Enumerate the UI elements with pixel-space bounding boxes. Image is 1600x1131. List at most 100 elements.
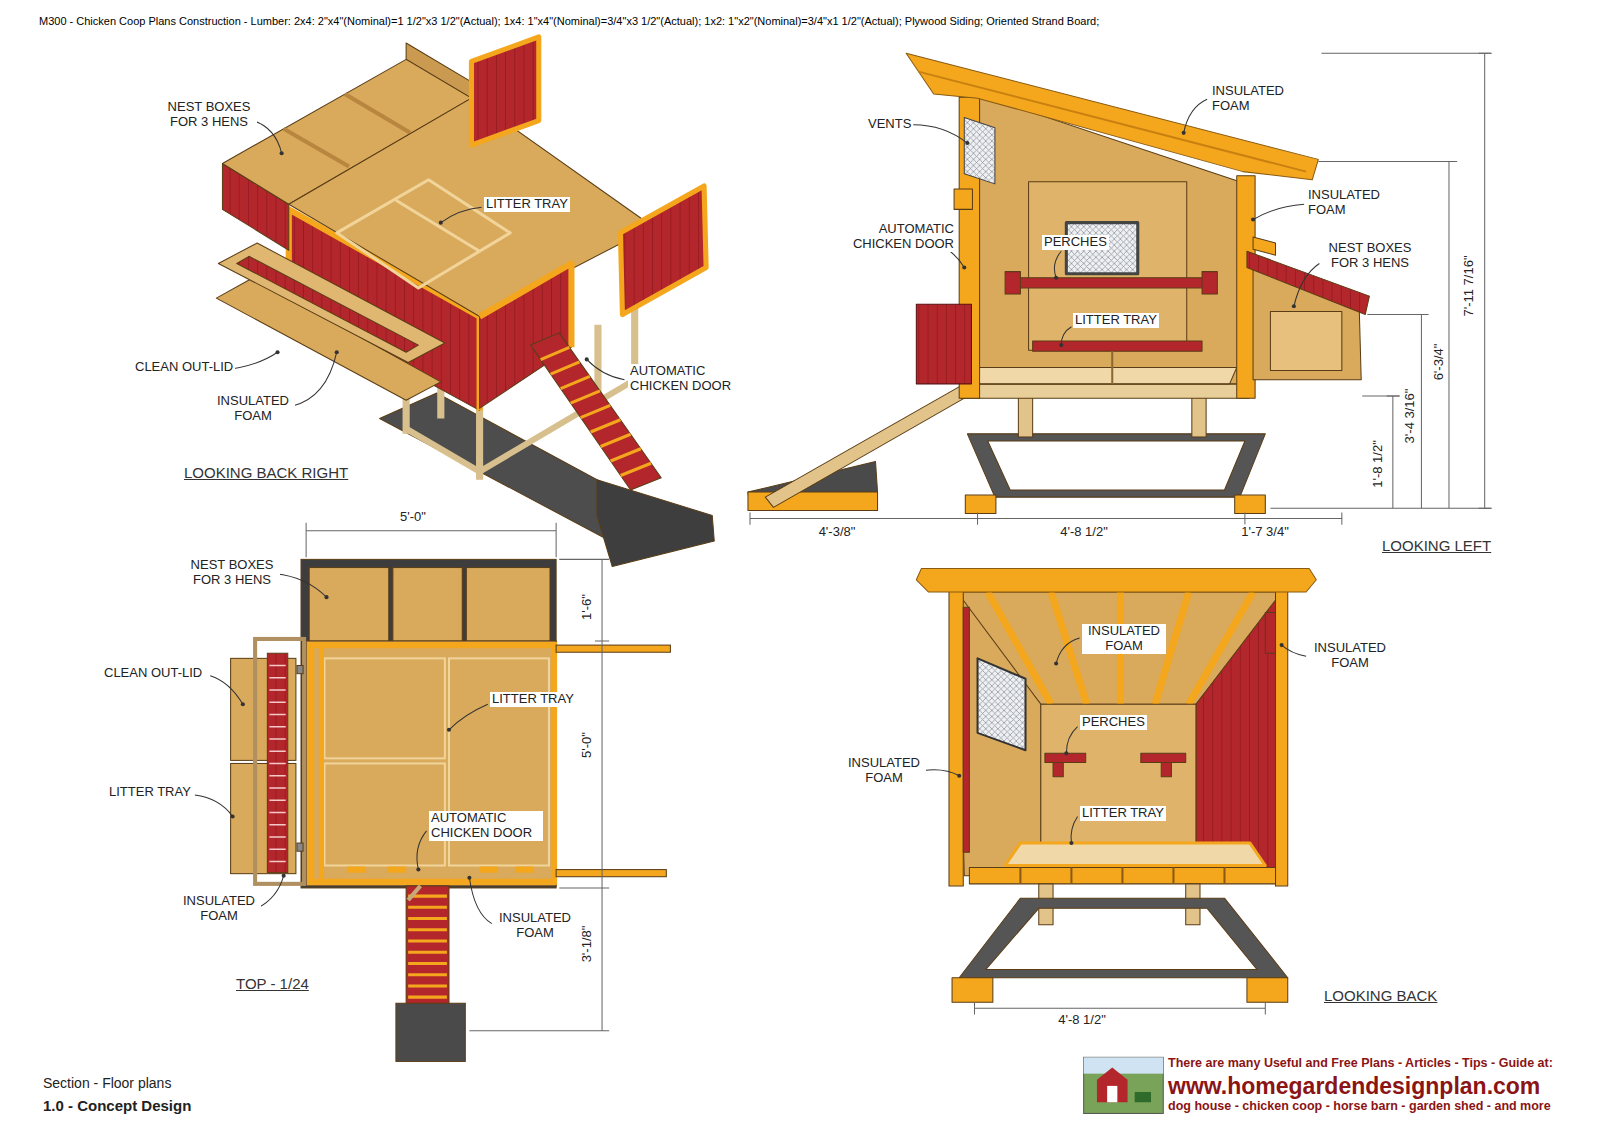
looking-back-view-part — [1005, 843, 1265, 865]
looking-back-view-part — [952, 978, 993, 1002]
looking-left-view-part — [1029, 182, 1187, 350]
looking-left-view-part — [965, 495, 996, 513]
callout-label: INSULATED FOAM — [1306, 188, 1390, 218]
looking-back-view — [916, 569, 1316, 1015]
leader-lines-part — [449, 704, 488, 730]
leader-lines-part — [1294, 263, 1320, 306]
looking-back-right-view-part — [337, 180, 510, 288]
leader-dots-part — [1064, 751, 1068, 755]
callout-label: LITTER TRAY — [484, 197, 570, 212]
looking-back-view-part — [959, 898, 1288, 978]
callout-label: INSULATED FOAM — [1308, 641, 1392, 671]
looking-back-view-part — [974, 1002, 1265, 1014]
looking-back-view-part — [1276, 590, 1288, 886]
dimension-label: 4'-8 1/2" — [1058, 525, 1110, 540]
dimension-lines-part — [1479, 53, 1491, 508]
dimension-lines-part — [1443, 161, 1455, 508]
leader-lines-part — [292, 352, 337, 406]
leader-dots-part — [439, 221, 443, 225]
leader-lines-part — [1253, 204, 1304, 219]
leader-dots-part — [282, 874, 286, 878]
leader-lines-part — [441, 207, 482, 222]
dimension-label: 1'-8 1/2" — [1371, 438, 1386, 490]
top-view-part — [556, 645, 670, 652]
top-view-part — [267, 653, 287, 872]
dimension-label: 1'-6" — [580, 592, 595, 622]
callout-label: LITTER TRAY — [107, 785, 193, 800]
top-view-part — [408, 886, 420, 900]
looking-left-view-part — [765, 384, 971, 507]
looking-back-right-view-part — [471, 37, 538, 145]
looking-back-right-view-part — [531, 333, 662, 490]
callout-label: CLEAN OUT-LID — [133, 360, 235, 375]
website-thumbnail-part — [1135, 1092, 1151, 1102]
leader-lines-part — [276, 574, 327, 597]
top-view-part — [396, 1003, 465, 1061]
leader-lines-part — [913, 125, 967, 143]
looking-left-view-part — [906, 53, 1318, 180]
looking-left-view-part — [916, 304, 971, 384]
leader-dots-part — [416, 868, 420, 872]
leader-dots-part — [1069, 841, 1073, 845]
leader-dots-part — [241, 702, 245, 706]
looking-left-view-part — [748, 461, 878, 510]
looking-back-view-part — [978, 658, 1026, 750]
leader-lines-part — [1066, 727, 1077, 754]
top-view-part — [255, 639, 304, 884]
leader-dots-part — [335, 350, 339, 354]
looking-back-view-part — [957, 592, 1041, 876]
looking-left-view-part — [918, 72, 1306, 172]
leader-dots-part — [957, 774, 961, 778]
top-view-part — [311, 645, 554, 882]
looking-left-view-part — [967, 434, 1265, 497]
top-view-part — [297, 843, 303, 851]
leader-lines-part — [253, 121, 282, 154]
looking-left-view-part — [1253, 237, 1275, 255]
leader-dots-part — [1059, 343, 1063, 347]
looking-left-view-part — [964, 118, 995, 184]
top-view-part — [319, 645, 324, 882]
top-view-part — [466, 568, 550, 641]
callout-label: INSULATED FOAM — [493, 911, 577, 941]
website-thumbnail-part — [1097, 1068, 1128, 1103]
callout-label: PERCHES — [1042, 235, 1109, 250]
dimension-lines-part — [1387, 396, 1399, 508]
looking-back-view-part — [1161, 762, 1171, 776]
looking-left-view-part — [1033, 341, 1202, 351]
leader-dots-part — [1054, 661, 1058, 665]
leader-dots-part — [447, 728, 451, 732]
top-view-part — [269, 666, 285, 862]
callout-label: PERCHES — [1080, 715, 1147, 730]
callout-label: VENTS — [866, 117, 913, 132]
looking-left-view-part — [1111, 351, 1113, 384]
leader-lines-part — [1071, 817, 1078, 844]
leader-dots-part — [231, 814, 235, 818]
leader-lines-part — [1054, 251, 1061, 278]
dimension-lines-part — [469, 559, 609, 1030]
dimension-label: 3'-1/8" — [580, 924, 595, 965]
callout-label: INSULATED FOAM — [1210, 84, 1294, 114]
top-view-part — [309, 568, 389, 641]
leader-lines-part — [210, 676, 243, 705]
top-view-part — [297, 666, 303, 674]
dimension-label: 4'-3/8" — [817, 525, 858, 540]
looking-back-view-part — [1247, 978, 1288, 1002]
looking-left-view-part — [954, 189, 972, 209]
view-title: LOOKING LEFT — [1380, 537, 1493, 554]
leader-dots-part — [280, 151, 284, 155]
dimension-lines-part — [1270, 53, 1491, 508]
section-name: Section - Floor plans — [41, 1075, 173, 1091]
looking-back-view-part — [1265, 612, 1275, 653]
callout-label: NEST BOXES FOR 3 HENS — [1322, 241, 1418, 271]
top-view-part — [347, 867, 534, 873]
looking-back-right-view-part — [597, 480, 714, 567]
looking-left-view-part — [1008, 278, 1216, 288]
looking-back-view-part — [1041, 704, 1196, 847]
top-view-part — [306, 641, 556, 886]
leader-dots-part — [962, 266, 966, 270]
looking-left-view-part — [961, 384, 1249, 398]
top-view-part — [406, 886, 449, 1006]
website-thumbnail-part — [1084, 1057, 1164, 1113]
dimension-label: 5'-0" — [580, 730, 595, 760]
callout-label: AUTOMATIC CHICKEN DOOR — [842, 222, 956, 252]
